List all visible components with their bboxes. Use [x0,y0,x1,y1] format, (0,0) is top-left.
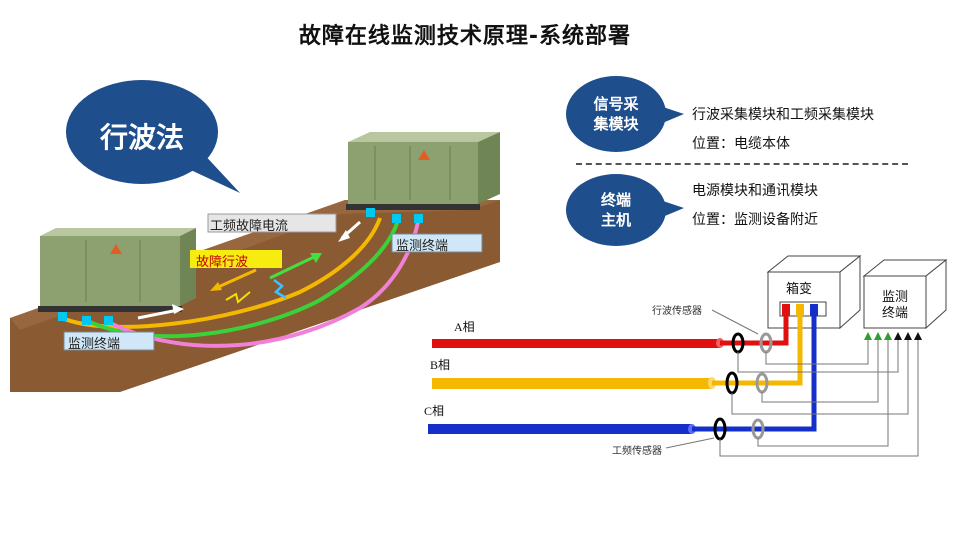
arrow-wave-left [215,268,257,290]
freq-sensor-callout [665,437,715,449]
wave-sensor-label: 行波传感器 [652,306,702,317]
terminal-inputs [864,332,922,340]
module-2-location: 位置：监测设备附近 [692,212,818,228]
substation-right [346,132,500,210]
phase-a-label: A相 [454,320,475,334]
cable-phase-b [432,378,712,389]
page-title: 故障在线监测技术原理-系统部署 [298,24,632,49]
fault-spark [225,291,251,304]
cable-phase-a [432,339,720,348]
module-1-location: 位置：电缆本体 [692,136,790,152]
module-bubble-1 [566,76,684,152]
freq-sensor-label: 工频传感器 [612,446,662,457]
sensors-left [58,312,113,325]
cable-pink [107,221,420,348]
wave-sensor-callout [711,309,759,335]
substation-left [38,228,196,312]
terminal-left-label-bg [63,331,155,351]
lead-blue [692,306,817,432]
module-divider [576,163,908,165]
terminal-right-label: 监测终端 [396,239,449,254]
travelling-wave-label: 行波法 [99,121,184,154]
module-2-desc: 电源模块和通讯模块 [692,183,818,199]
box-terminal-label-1: 监测 [882,289,909,304]
fault-current-label-bg [207,213,337,233]
terminal-left-label: 监测终端 [68,337,121,352]
signal-wires [719,334,919,457]
arrow-white-lower [137,308,179,320]
module-bubble-2 [566,174,684,246]
module-1-desc: 行波采集模块和工频采集模块 [692,107,874,123]
module-bubble-1-text: 信号采 集模块 [593,95,639,133]
sensors-right [366,208,423,223]
terminal-right-label-bg [391,233,483,253]
arrow-wave-right [269,254,317,280]
cable-phase-c [428,424,692,434]
cable-yellow [61,217,382,329]
left-bubble [66,80,240,193]
fault-wave-label-bg [190,250,282,268]
box-terminal-shape [862,258,948,330]
module-bubble-2-text: 终端 主机 [600,191,631,229]
phase-c-label: C相 [424,404,445,418]
fault-current-label: 工频故障电流 [210,219,289,234]
box-terminal-label-2: 终端 [882,305,909,320]
lead-yellow [712,306,803,386]
box-transformer-label: 箱变 [786,281,813,296]
phase-b-label: B相 [430,358,451,372]
fault-wave-label: 故障行波 [196,255,249,270]
